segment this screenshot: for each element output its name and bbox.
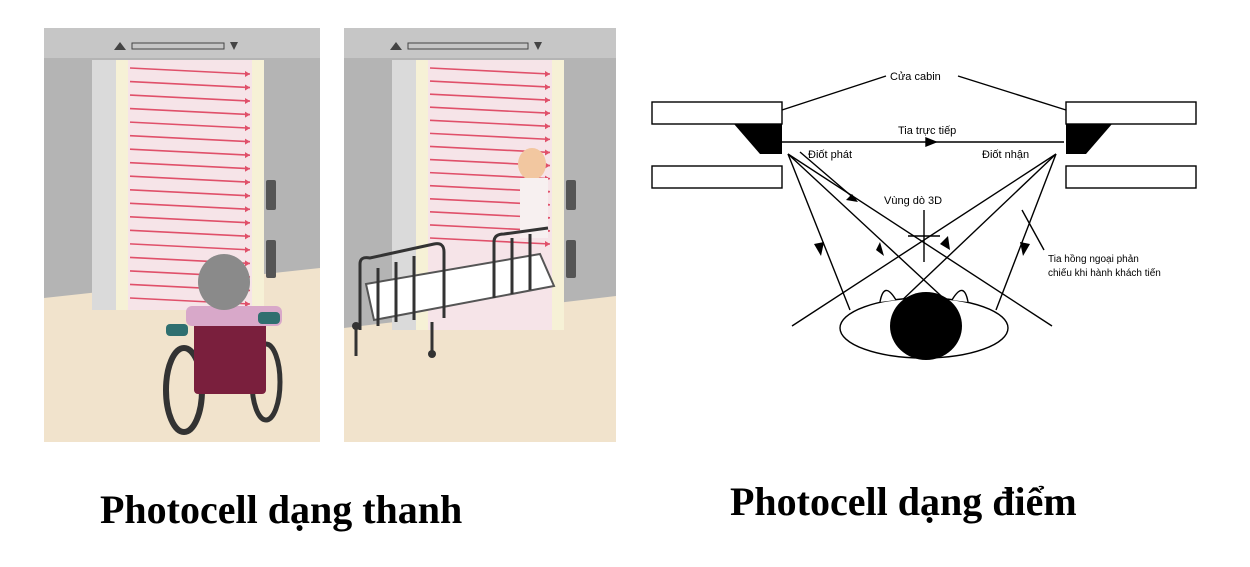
beam-line [429, 80, 551, 88]
beam-arrow [245, 138, 250, 145]
beam-arrow [545, 97, 550, 104]
beam-arrow [245, 165, 250, 172]
bed-wheel [428, 350, 436, 358]
beam-line [129, 216, 251, 224]
reflected-label-1: Tia hồng ngoại phản [1048, 253, 1139, 265]
right-door-bottom [1065, 165, 1197, 189]
beam-arrow [245, 71, 250, 77]
call-button-panel [266, 180, 276, 278]
beam-line [129, 175, 251, 184]
beam-arrow [245, 125, 250, 132]
beam-arrow [245, 84, 250, 91]
beam-line [129, 134, 251, 143]
point-photocell-diagram: Cửa cabin Tia trực tiếp Điốt phát Điốt n… [651, 71, 1197, 360]
beam-line [129, 188, 251, 197]
floor-indicator [114, 42, 238, 50]
receiver-diode [1066, 124, 1112, 154]
beam-arrow [245, 192, 250, 199]
hospital-bed [354, 226, 556, 356]
beam-line [129, 67, 251, 75]
beam-arrow [245, 206, 250, 213]
beam-line [129, 161, 251, 170]
elevator-wheelchair-illustration [44, 28, 320, 442]
beam-line [129, 229, 251, 238]
beam-arrow [545, 110, 550, 117]
beam-arrow [545, 162, 550, 169]
beam-line [429, 67, 551, 75]
beam-line [129, 107, 251, 116]
emitter-diode [734, 124, 782, 154]
beam-line [129, 148, 251, 156]
caption-point-photocell: Photocell dạng điểm [730, 479, 1077, 524]
door-label: Cửa cabin [890, 71, 941, 83]
beam-arrow [245, 233, 250, 240]
beam-arrow [545, 149, 550, 156]
beam-arrow [245, 152, 250, 159]
beam-line [429, 93, 551, 101]
reflected-label-2: chiếu khi hành khách tiến [1048, 267, 1161, 279]
nurse-figure [518, 148, 548, 238]
beam-arrow [545, 71, 550, 77]
beam-line [129, 202, 251, 211]
beam-arrow [245, 98, 250, 105]
receiver-label: Điốt nhận [982, 149, 1029, 161]
beam-line [129, 94, 251, 102]
beam-arrow [245, 219, 250, 226]
beam-arrow [545, 123, 550, 130]
beam-arrow [245, 246, 250, 253]
direct-beam-label: Tia trực tiếp [898, 125, 956, 137]
beam-line [129, 121, 251, 129]
left-door-bottom [651, 165, 783, 189]
wheelchair-user [163, 254, 283, 435]
caption-bar-photocell: Photocell dạng thanh [100, 487, 463, 532]
beam-arrow [545, 136, 550, 143]
zone-label: Vùng dò 3D [884, 195, 942, 207]
beam-line [429, 106, 551, 115]
beam-line [429, 119, 551, 128]
beam-arrow [545, 84, 550, 91]
passenger-head [890, 292, 962, 360]
beam-line [429, 132, 551, 141]
floor-indicator [390, 42, 542, 50]
beam-arrow [245, 301, 250, 307]
bed-wheel [352, 322, 360, 330]
beam-line [129, 80, 251, 89]
emitter-label: Điốt phát [808, 149, 852, 161]
beam-arrow [245, 179, 250, 186]
beam-arrow [245, 111, 250, 118]
right-door-top [1065, 101, 1197, 125]
beam-arrow [245, 260, 250, 267]
left-door-top [651, 101, 783, 125]
elevator-bed-illustration [344, 28, 616, 442]
call-button-panel [566, 180, 576, 278]
beam-line [129, 243, 251, 251]
beam-arrow [545, 241, 550, 247]
